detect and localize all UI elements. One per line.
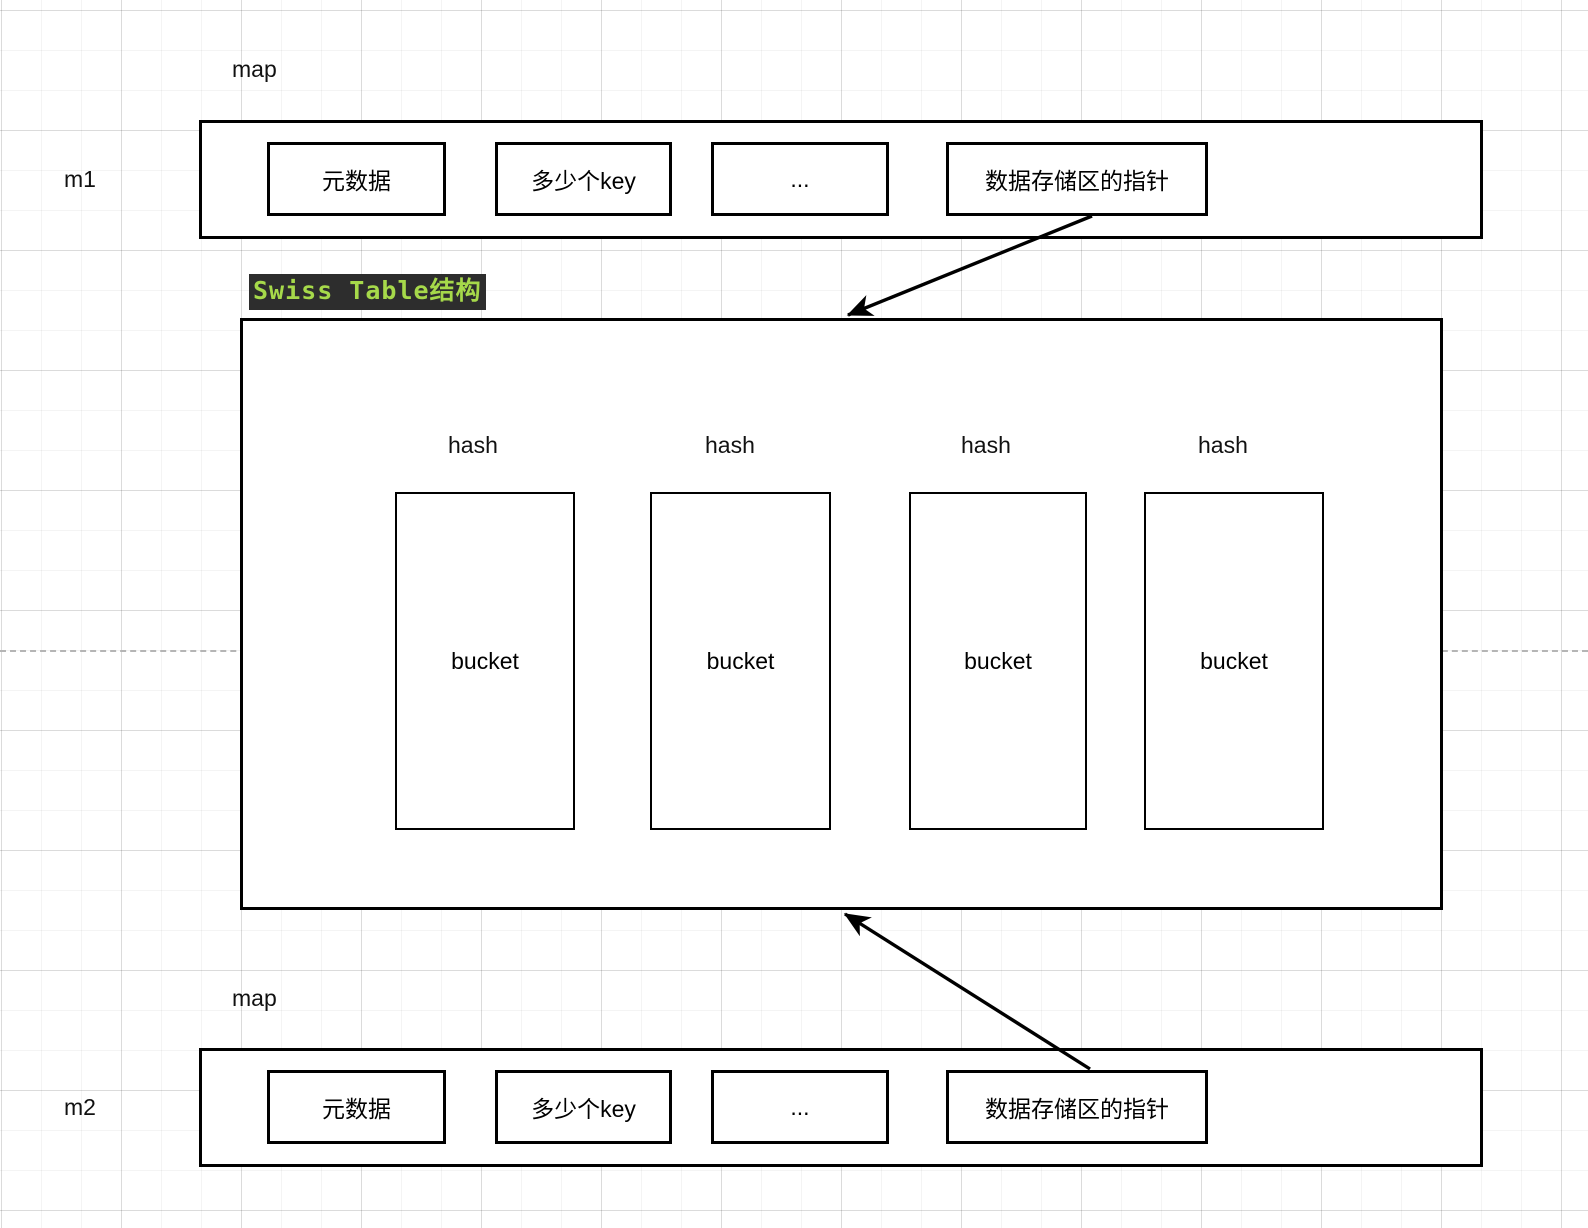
map-field-m1-metadata: 元数据 bbox=[267, 142, 446, 216]
map-field-m2-metadata: 元数据 bbox=[267, 1070, 446, 1144]
side-label-m1: m1 bbox=[64, 166, 96, 192]
map-title-m1: map bbox=[232, 56, 277, 82]
hash-label-3: hash bbox=[961, 432, 1011, 458]
bucket-box-4: bucket bbox=[1144, 492, 1324, 830]
bucket-box-1: bucket bbox=[395, 492, 575, 830]
map-field-m1-ellipsis: ... bbox=[711, 142, 889, 216]
bucket-box-3: bucket bbox=[909, 492, 1087, 830]
bucket-box-2: bucket bbox=[650, 492, 831, 830]
map-field-m1-data-pointer: 数据存储区的指针 bbox=[946, 142, 1208, 216]
map-title-m2: map bbox=[232, 985, 277, 1011]
map-field-m2-key-count: 多少个key bbox=[495, 1070, 672, 1144]
map-field-m1-key-count: 多少个key bbox=[495, 142, 672, 216]
hash-label-1: hash bbox=[448, 432, 498, 458]
swiss-table-tag: Swiss Table结构 bbox=[249, 274, 486, 310]
arrow-m2-to-swiss-table bbox=[843, 912, 1091, 1071]
map-field-m2-ellipsis: ... bbox=[711, 1070, 889, 1144]
map-field-m2-data-pointer: 数据存储区的指针 bbox=[946, 1070, 1208, 1144]
hash-label-2: hash bbox=[705, 432, 755, 458]
map-container-m2 bbox=[199, 1048, 1483, 1167]
side-label-m2: m2 bbox=[64, 1094, 96, 1120]
hash-label-4: hash bbox=[1198, 432, 1248, 458]
